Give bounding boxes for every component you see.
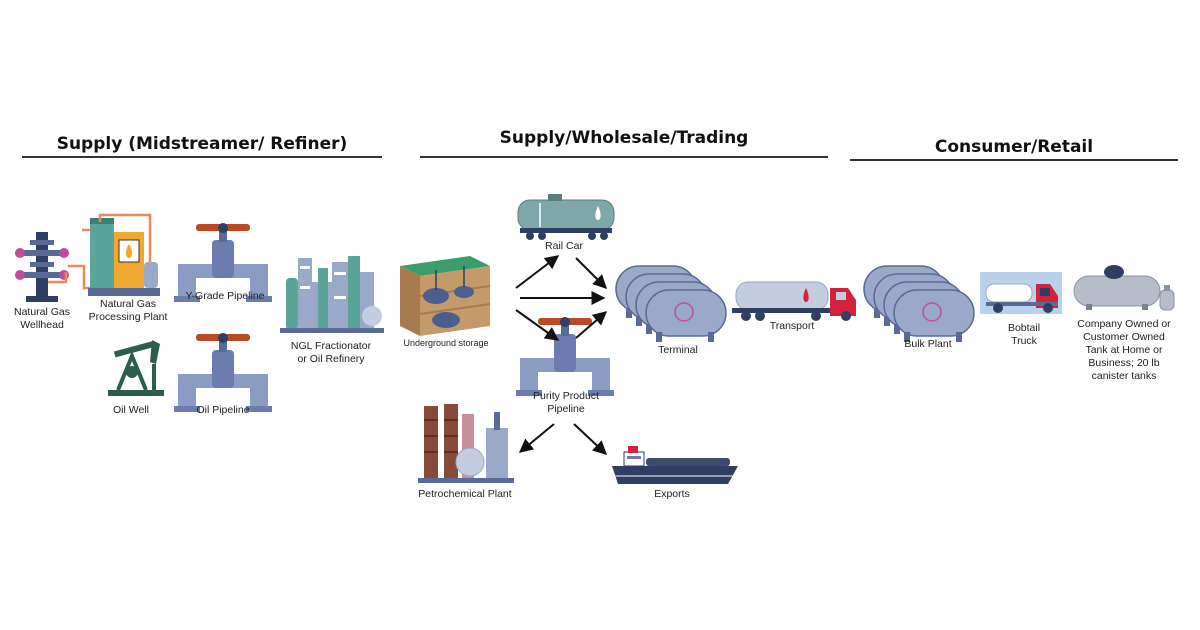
section-divider xyxy=(850,159,1178,161)
storage-tanks-icon xyxy=(863,265,975,343)
bobtail-truck-icon xyxy=(980,272,1062,314)
label-terminal: Terminal xyxy=(658,344,698,356)
label-rail-car: Rail Car xyxy=(545,240,583,252)
flow-arrow xyxy=(575,257,607,289)
underground-storage-icon xyxy=(400,256,491,336)
wellhead-icon xyxy=(15,232,69,302)
label-processing-plant: Natural Gas Processing Plant xyxy=(88,298,168,323)
processing-plant-icon xyxy=(82,213,160,296)
label-bobtail-truck: Bobtail Truck xyxy=(1007,322,1041,347)
label-fractionator: NGL Fractionator or Oil Refinery xyxy=(290,340,372,365)
storage-tanks-icon xyxy=(615,265,727,343)
section-divider xyxy=(420,156,828,158)
label-wellhead: Natural Gas Wellhead xyxy=(13,306,71,331)
label-underground-storage: Underground storage xyxy=(403,338,489,348)
canister-icon xyxy=(1159,285,1175,311)
label-petrochemical-plant: Petrochemical Plant xyxy=(418,488,512,500)
petrochemical-plant-icon xyxy=(418,404,514,483)
propane-tank-icon xyxy=(1073,265,1161,310)
section-divider xyxy=(22,156,382,158)
label-oil-pipeline: Oil Pipeline xyxy=(196,404,250,416)
pipeline-icon xyxy=(174,333,272,412)
flow-arrow xyxy=(515,255,560,289)
section-header-wholesale: Supply/Wholesale/Trading xyxy=(499,128,749,148)
flow-arrow xyxy=(575,311,608,339)
pipeline-icon xyxy=(516,317,614,396)
label-purity-pipeline: Purity Product Pipeline xyxy=(533,390,599,415)
tanker-truck-icon xyxy=(732,281,856,321)
label-customer-tank: Company Owned or Customer Owned Tank at … xyxy=(1077,318,1171,382)
label-exports: Exports xyxy=(654,488,690,500)
oil-well-icon xyxy=(108,340,164,396)
refinery-icon xyxy=(280,256,384,333)
section-header-retail: Consumer/Retail xyxy=(934,137,1094,157)
rail-car-icon xyxy=(517,194,615,240)
label-bulk-plant: Bulk Plant xyxy=(904,338,952,350)
flow-arrow xyxy=(515,309,560,341)
label-oil-well: Oil Well xyxy=(113,404,149,416)
flow-arrow xyxy=(573,423,608,455)
label-transport: Transport xyxy=(769,320,815,332)
ship-icon xyxy=(612,446,738,484)
flow-arrow xyxy=(518,423,555,453)
section-header-supply: Supply (Midstreamer/ Refiner) xyxy=(56,134,348,154)
label-y-grade-pipeline: Y-Grade Pipeline xyxy=(185,290,265,302)
